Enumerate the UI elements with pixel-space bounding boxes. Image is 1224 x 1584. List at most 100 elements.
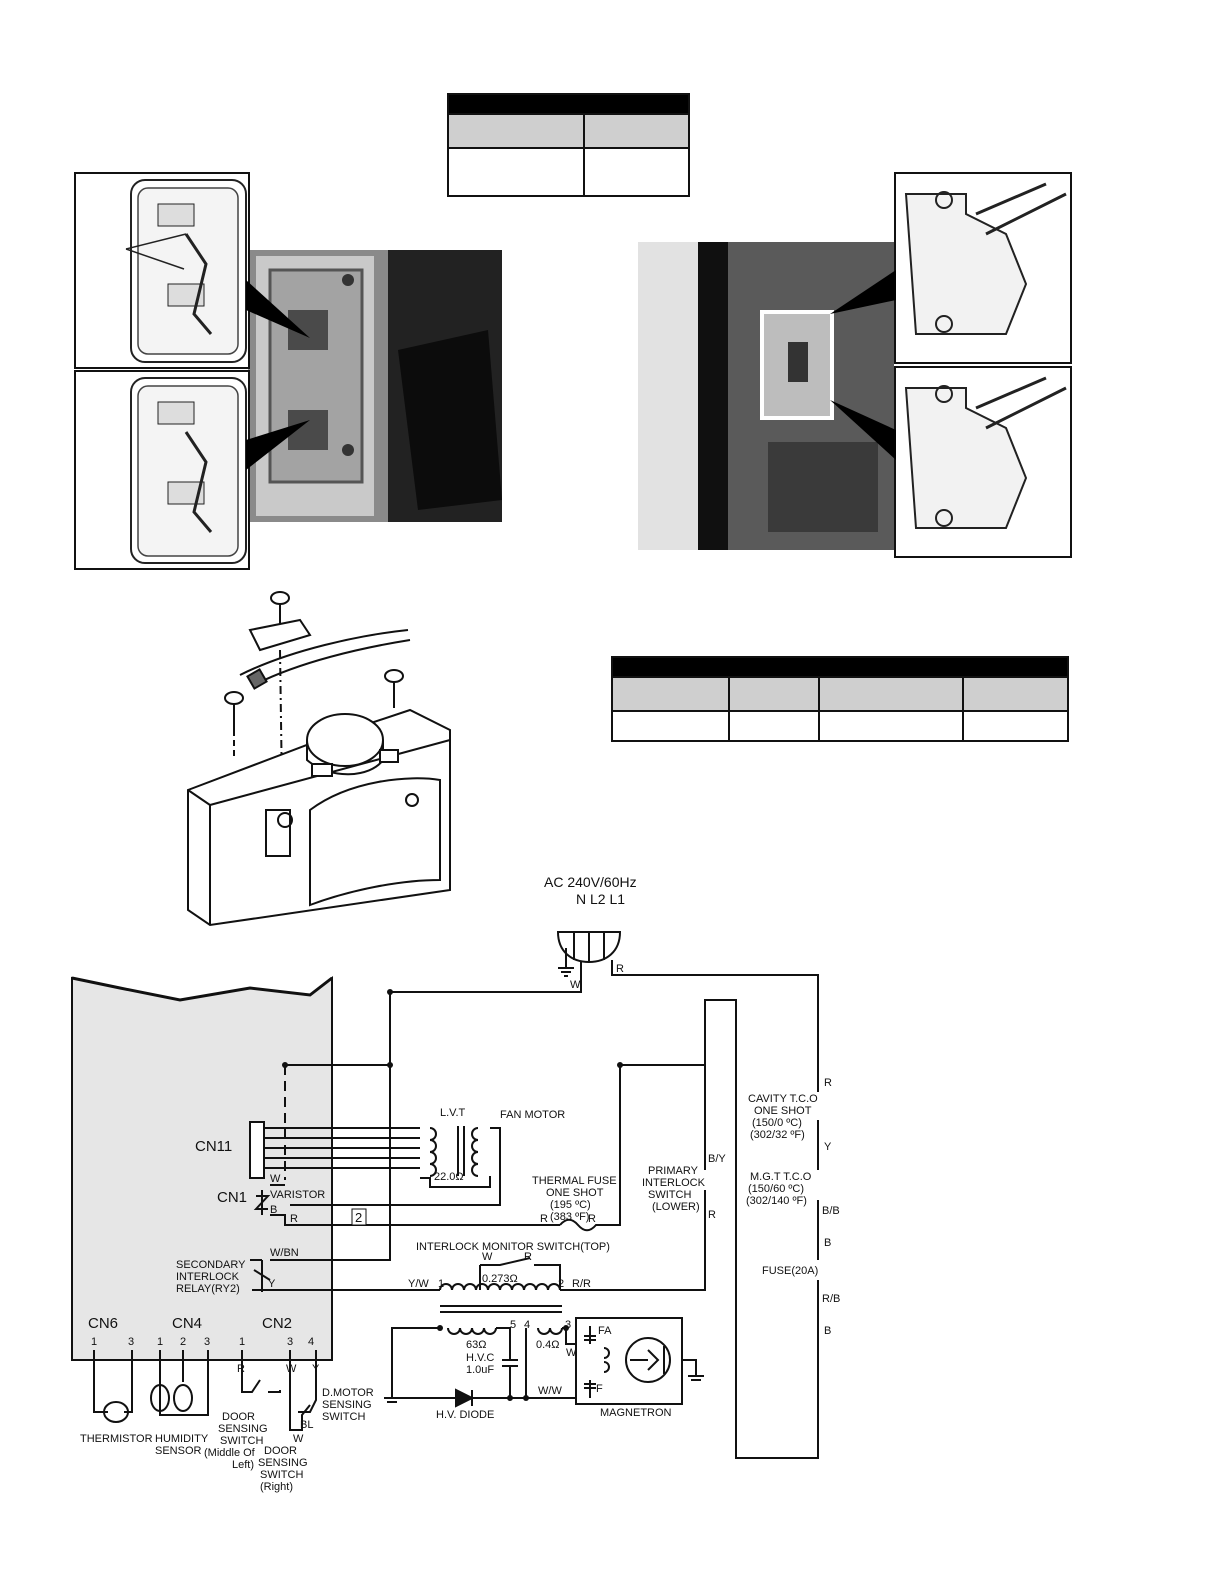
door-switch-left-label: SENSING xyxy=(218,1423,268,1435)
hv-primary-resistance: 0.273Ω xyxy=(482,1273,518,1285)
wire-label: W xyxy=(570,979,581,991)
door-switch-left-label: SWITCH xyxy=(220,1435,263,1447)
hvc-label: H.V.C xyxy=(466,1352,494,1364)
table-cell xyxy=(728,710,820,742)
wire-label: Y xyxy=(824,1141,832,1153)
cn4-label: CN4 xyxy=(172,1315,202,1332)
mgt-tco-label: M.G.T T.C.O xyxy=(750,1171,812,1183)
secondary-relay-label: RELAY(RY2) xyxy=(176,1283,240,1295)
cn11-label: CN11 xyxy=(195,1138,232,1155)
cavity-tco-label: (302/32 ºF) xyxy=(750,1129,805,1141)
table-cell xyxy=(583,147,690,197)
door-switch-right-label: (Right) xyxy=(260,1481,293,1493)
monitor-switch-label: INTERLOCK MONITOR SWITCH(TOP) xyxy=(416,1241,610,1253)
varistor-label: VARISTOR xyxy=(270,1189,325,1201)
secondary-relay-label: INTERLOCK xyxy=(176,1271,240,1283)
table-subheader-cell xyxy=(611,676,730,712)
wire-label: Y xyxy=(268,1278,276,1290)
wire-label: B xyxy=(270,1204,277,1216)
thermistor-label: THERMISTOR xyxy=(80,1433,153,1445)
hv-diode-label: H.V. DIODE xyxy=(436,1409,494,1421)
wire-label: R xyxy=(824,1077,832,1089)
photo-right-drawing xyxy=(638,242,894,550)
wire-label: 3 xyxy=(565,1319,571,1331)
dmotor-switch-label: SWITCH xyxy=(322,1411,365,1423)
callout-pointers-right xyxy=(830,270,896,460)
humidity-sensor-label: SENSOR xyxy=(155,1445,202,1457)
pin-label: 4 xyxy=(308,1336,314,1348)
f-label: F xyxy=(596,1383,603,1395)
table-header xyxy=(447,93,690,115)
filament-resistance: 0.4Ω xyxy=(536,1339,560,1351)
door-switch-left-label: (Middle Of xyxy=(204,1447,256,1459)
pin-label: 3 xyxy=(204,1336,210,1348)
pin-label: 3 xyxy=(287,1336,293,1348)
door-switch-photo-left xyxy=(248,250,502,522)
pin-label: 2 xyxy=(180,1336,186,1348)
cn1-label: CN1 xyxy=(217,1189,247,1206)
door-switch-right-label: DOOR xyxy=(264,1445,297,1457)
thermal-fuse-label: (195 ºC) xyxy=(550,1199,591,1211)
switch-inset-lower-left xyxy=(74,370,250,570)
spec-table-right xyxy=(611,656,1069,742)
wire-label: W xyxy=(270,1173,281,1185)
switch-inset-upper-left xyxy=(74,172,250,369)
fa-label: FA xyxy=(598,1325,612,1337)
switch-bracket-assembly-drawing xyxy=(187,591,451,927)
lvt-resistance: 22.0Ω xyxy=(434,1171,464,1183)
switch-inset-upper-right xyxy=(894,172,1072,364)
wire-label: R/B xyxy=(822,1293,840,1305)
door-switch-photo-right xyxy=(638,242,894,550)
cavity-tco-label: CAVITY T.C.O xyxy=(748,1093,818,1105)
humidity-sensor-label: HUMIDITY xyxy=(155,1433,209,1445)
table-cell xyxy=(962,710,1069,742)
wire-label: 2 xyxy=(558,1278,564,1290)
dmotor-switch-label: SENSING xyxy=(322,1399,372,1411)
cn2-label: CN2 xyxy=(262,1315,292,1332)
inset-drawing xyxy=(904,376,1067,529)
table-subheader-cell xyxy=(728,676,820,712)
wire-label: B/Y xyxy=(708,1153,726,1165)
schematic-labels: AC 240V/60Hz N L2 L1 CN11 CN1 CN6 CN4 CN… xyxy=(80,874,840,1493)
magnetron-box xyxy=(575,1317,683,1405)
wire-label: B xyxy=(824,1325,831,1337)
table-subheader-cell xyxy=(962,676,1069,712)
pin-label: 3 xyxy=(128,1336,134,1348)
cavity-tco-label: ONE SHOT xyxy=(754,1105,812,1117)
spec-table-top xyxy=(447,93,690,197)
primary-switch-label: INTERLOCK xyxy=(642,1177,706,1189)
wire-label: R xyxy=(588,1213,596,1225)
pin-label: 1 xyxy=(157,1336,163,1348)
supply-terminals: N L2 L1 xyxy=(576,891,625,907)
wire-label: R xyxy=(237,1363,245,1375)
wire-label: B xyxy=(824,1237,831,1249)
hvc-value: 1.0uF xyxy=(466,1364,494,1376)
pin-label: 1 xyxy=(239,1336,245,1348)
door-switch-right-label: SENSING xyxy=(258,1457,308,1469)
cn6-label: CN6 xyxy=(88,1315,118,1332)
wire-label: W xyxy=(286,1363,297,1375)
lvt-label: L.V.T xyxy=(440,1107,466,1119)
boxed-number-frame xyxy=(351,1208,367,1226)
junction-dots xyxy=(282,989,623,1401)
wire-label: B/B xyxy=(822,1205,840,1217)
wiring-schematic: AC 240V/60Hz N L2 L1 CN11 CN1 CN6 CN4 CN… xyxy=(71,874,840,1493)
callout-pointers-left xyxy=(246,280,310,470)
inset-drawing xyxy=(904,182,1067,335)
door-switch-left-label: Left) xyxy=(232,1459,254,1471)
dmotor-switch-label: D.MOTOR xyxy=(322,1387,374,1399)
wire-label: Y/W xyxy=(408,1278,429,1290)
wire-label: W xyxy=(293,1433,304,1445)
cavity-tco-label: (150/0 ºC) xyxy=(752,1117,802,1129)
mgt-tco-label: (302/140 ºF) xyxy=(746,1195,807,1207)
primary-switch-label: SWITCH xyxy=(648,1189,691,1201)
door-switch-right-label: SWITCH xyxy=(260,1469,303,1481)
table-subheader-cell xyxy=(447,113,585,149)
secondary-relay-label: SECONDARY xyxy=(176,1259,246,1271)
table-subheader-cell xyxy=(818,676,964,712)
wire-label: W xyxy=(482,1251,493,1263)
table-cell xyxy=(611,710,730,742)
wire-label: R xyxy=(616,963,624,975)
wire-label: R xyxy=(540,1213,548,1225)
primary-switch-label: (LOWER) xyxy=(652,1201,700,1213)
